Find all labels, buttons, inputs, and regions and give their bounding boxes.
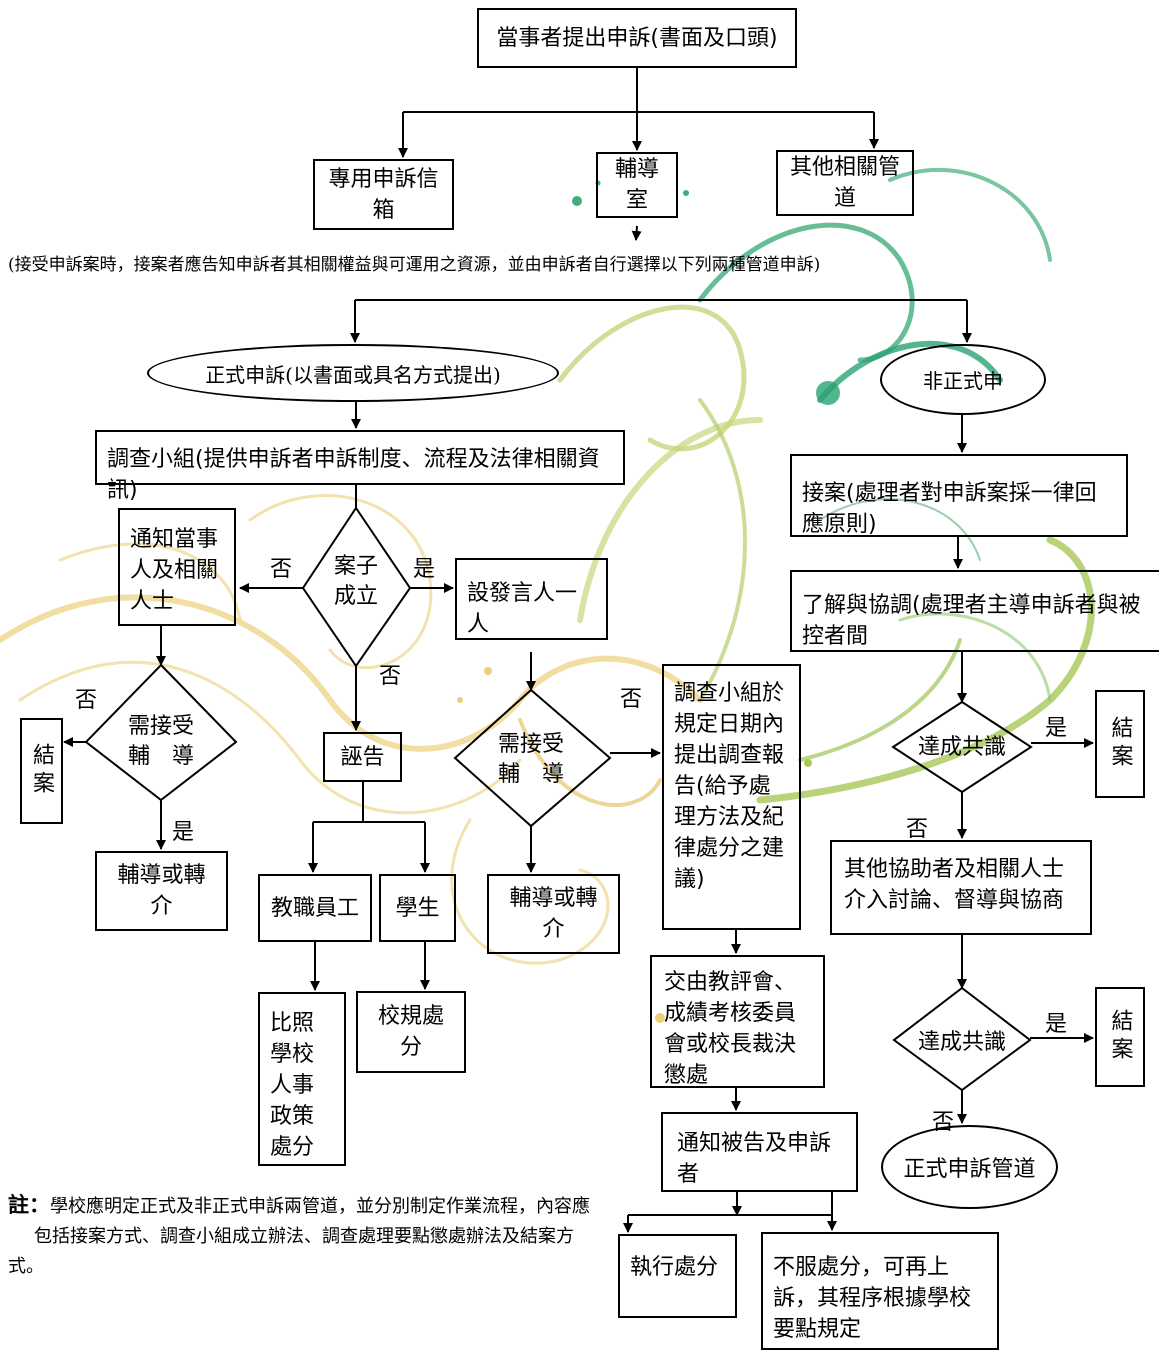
close-case-box-right-2: 結案 [1095, 987, 1145, 1087]
school-rules-penalty-box: 校規處分 [356, 991, 466, 1073]
counseling-office-box: 輔導室 [596, 152, 678, 218]
no-label-consensus-1: 否 [906, 817, 929, 842]
counseling-referral-box-middle: 輔導或轉介 [487, 874, 620, 954]
no-label-case: 否 [270, 557, 293, 582]
consensus-decision-2: 達成共識 [917, 1030, 1006, 1055]
case-established-decision: 案子 成立 [333, 554, 378, 609]
mailbox-box: 專用申訴信箱 [313, 159, 454, 230]
formal-complaint-ellipse: 正式申訴(以書面或具名方式提出) [147, 344, 559, 402]
student-box: 學生 [379, 874, 456, 942]
investigation-report-box: 調查小組於規定日期內提出調查報告(給予處理方法及紀律處分之建議) [662, 664, 801, 930]
footnote-prefix: 註： [8, 1192, 50, 1217]
footnote-line-1: 學校應明定正式及非正式申訴兩管道，並分別制定作業流程，內容應 [50, 1196, 590, 1217]
investigation-team-box: 調查小組(提供申訴者申訴制度、流程及法律相關資訊) [95, 430, 625, 503]
footnote: 註：學校應明定正式及非正式申訴兩管道，並分別制定作業流程，內容應 包括接案方式、… [8, 1190, 608, 1282]
no-label-false-accusation: 否 [379, 664, 402, 689]
counseling-referral-box-left: 輔導或轉介 [95, 851, 228, 931]
need-counseling-decision-left: 需接受 輔 導 [127, 714, 194, 769]
execute-penalty-box: 執行處分 [618, 1234, 737, 1318]
notify-defendant-box: 通知被告及申訴者 [661, 1112, 858, 1192]
yes-label-case: 是 [413, 557, 436, 582]
other-channels-box: 其他相關管道 [776, 150, 914, 216]
yes-label-left: 是 [172, 820, 195, 845]
other-helpers-box: 其他協助者及相關人士介入討論、督導與協商 [830, 840, 1092, 935]
intake-box: 接案(處理者對申訴案採一律回應原則) [790, 454, 1128, 537]
yes-label-consensus-2: 是 [1045, 1012, 1068, 1037]
no-label-middle: 否 [620, 687, 643, 712]
footnote-line-2: 包括接案方式、調查小組成立辦法、調查處理要點懲處辦法及結案方式。 [8, 1226, 574, 1277]
staff-penalty-box: 比照學校人事政策處分 [258, 992, 346, 1166]
yes-label-consensus-1: 是 [1045, 716, 1068, 741]
need-counseling-decision-middle: 需接受 輔 導 [497, 732, 564, 787]
notify-parties-box: 通知當事人及相關人士 [118, 508, 236, 626]
appeal-box: 不服處分，可再上訴，其程序根據學校要點規定 [761, 1232, 999, 1350]
close-case-box-left: 結案 [20, 718, 63, 824]
formal-channel-ellipse: 正式申訴管道 [881, 1125, 1058, 1209]
complaint-box: 當事者提出申訴(書面及口頭) [477, 8, 797, 68]
consensus-decision-1: 達成共識 [917, 735, 1006, 760]
disciplinary-committee-box: 交由教評會、成績考核委員會或校長裁決懲處 [650, 955, 825, 1088]
no-label-consensus-2: 否 [932, 1110, 955, 1135]
notice-line: (接受申訴案時，接案者應告知申訴者其相關權益與可運用之資源，並由申訴者自行選擇以… [8, 255, 821, 275]
spokesperson-box: 設發言人一人 [455, 558, 608, 640]
informal-complaint-ellipse: 非正式申 [880, 344, 1046, 415]
mediation-box: 了解與協調(處理者主導申訴者與被控者間 [790, 570, 1159, 652]
close-case-box-right-1: 結案 [1095, 690, 1145, 798]
staff-box: 教職員工 [258, 874, 372, 942]
false-accusation-box: 誣告 [323, 732, 402, 782]
no-label-left: 否 [75, 688, 98, 713]
